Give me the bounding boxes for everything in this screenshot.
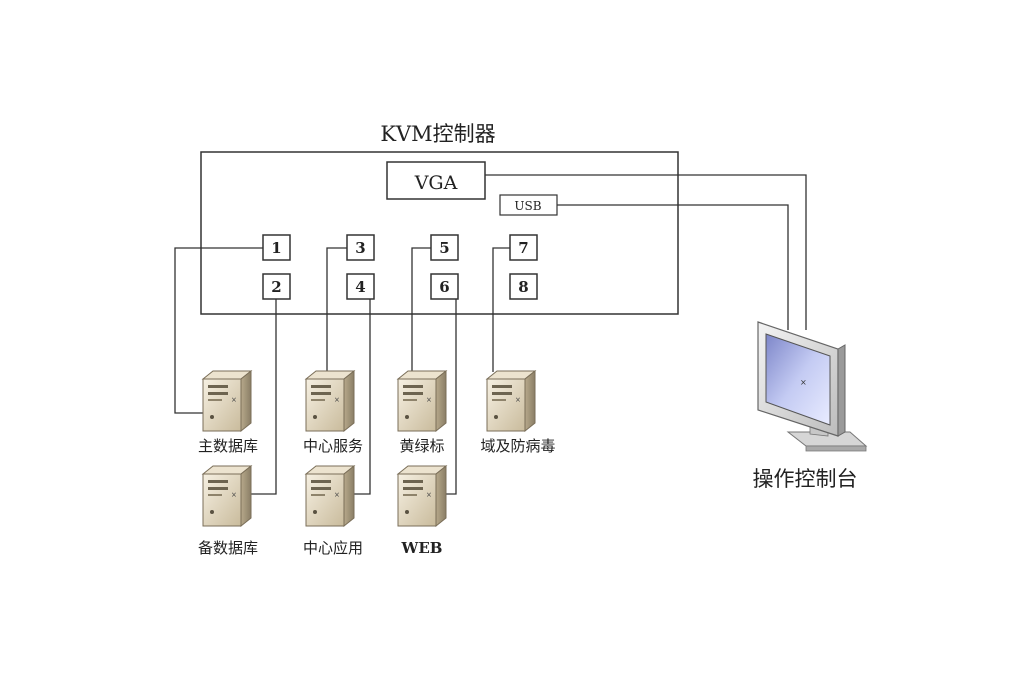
port-1 [262,234,291,261]
usb-cable [557,204,789,330]
svg-text:×: × [800,378,807,387]
port-5 [430,234,459,261]
port-5-label: 5 [439,239,449,257]
cable-port-2 [248,299,277,495]
port-2-label: 2 [271,278,281,296]
port-2 [262,273,291,300]
port-6-label: 6 [439,278,449,296]
server-label-web: WEB [401,539,443,557]
svg-text:×: × [426,396,432,404]
server-label-main-db: 主数据库 [198,437,258,455]
server-icon-backup-db: × [201,464,253,528]
port-3-label: 3 [355,239,365,257]
svg-text:×: × [334,491,340,499]
port-4 [346,273,375,300]
server-label-yellow-green: 黄绿标 [399,437,444,455]
kvm-title: KVM控制器 [380,122,495,146]
server-icon-web: × [396,464,448,528]
server-icon-yellow-green: × [396,369,448,433]
svg-text:×: × [334,396,340,404]
cable-port-5 [411,247,431,372]
svg-text:×: × [426,491,432,499]
server-label-domain-antivirus: 域及防病毒 [480,437,555,455]
server-label-center-service: 中心服务 [303,437,363,455]
port-8-label: 8 [518,278,528,296]
cable-port-7 [492,247,510,372]
svg-text:×: × [231,491,237,499]
kvm-controller-box [200,151,679,315]
cable-port-3 [326,247,347,372]
monitor-icon: × [757,321,868,452]
server-icon-center-service: × [304,369,356,433]
vga-cable [485,174,807,330]
cable-port-6 [444,299,457,495]
port-group: 1 2 3 4 5 6 7 8 [262,234,538,300]
port-4-label: 4 [355,278,365,296]
console-label: 操作控制台 [753,467,858,491]
cable-port-4 [348,299,371,495]
server-icon-center-app: × [304,464,356,528]
port-3 [346,234,375,261]
server-cables [174,247,510,495]
port-1-label: 1 [271,239,281,257]
usb-label: USB [514,199,541,213]
cable-port-1 [174,247,263,414]
vga-label: VGA [414,172,458,194]
server-icon-domain-antivirus: × [485,369,537,433]
server-label-backup-db: 备数据库 [198,539,258,557]
port-6 [430,273,459,300]
port-8 [509,273,538,300]
server-icon-main-db: × [201,369,253,433]
server-label-center-app: 中心应用 [303,539,363,557]
vga-port [386,161,486,200]
svg-text:×: × [515,396,521,404]
port-7-label: 7 [518,239,528,257]
console-cables [485,174,807,330]
svg-text:×: × [231,396,237,404]
